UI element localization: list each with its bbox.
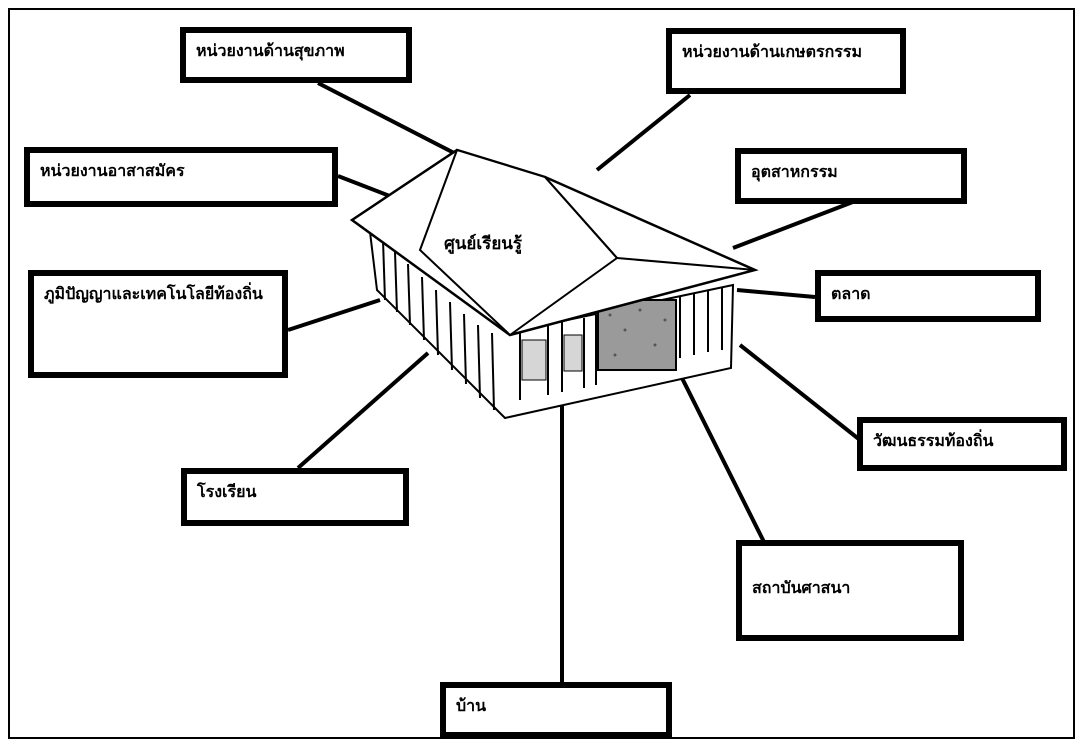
node-agriculture: หน่วยงานด้านเกษตรกรรม [666, 28, 906, 94]
connector-health [317, 81, 459, 157]
node-culture: วัฒนธรรมท้องถิ่น [857, 417, 1067, 471]
connector-wisdom [287, 298, 381, 332]
node-home: บ้าน [440, 682, 672, 738]
connector-industry [732, 198, 859, 250]
connector-market [736, 288, 816, 299]
node-wisdom-label: ภูมิปัญญาและเทคโนโลยีท้องถิ่น [44, 284, 263, 303]
connector-agriculture [595, 93, 692, 172]
node-industry-label: อุตสาหกรรม [751, 162, 838, 181]
connector-religion [675, 367, 769, 549]
node-religion: สถาบันศาสนา [736, 540, 964, 641]
center-label: ศูนย์เรียนรู้ [444, 234, 523, 254]
node-volunteer-label: หน่วยงานอาสาสมัคร [40, 161, 185, 180]
node-wisdom: ภูมิปัญญาและเทคโนโลยีท้องถิ่น [28, 270, 288, 378]
connector-culture [738, 343, 862, 442]
node-culture-label: วัฒนธรรมท้องถิ่น [873, 431, 994, 450]
node-market-label: ตลาด [831, 284, 871, 303]
node-school-label: โรงเรียน [197, 482, 257, 501]
node-industry: อุตสาหกรรม [735, 148, 967, 204]
node-market: ตลาด [815, 270, 1041, 322]
connector-school [296, 351, 430, 470]
node-volunteer: หน่วยงานอาสาสมัคร [24, 147, 338, 207]
node-home-label: บ้าน [456, 696, 487, 715]
node-school: โรงเรียน [181, 468, 409, 526]
node-agriculture-label: หน่วยงานด้านเกษตรกรรม [682, 42, 862, 61]
node-religion-label: สถาบันศาสนา [752, 578, 851, 597]
node-health: หน่วยงานด้านสุขภาพ [180, 27, 412, 83]
node-health-label: หน่วยงานด้านสุขภาพ [196, 41, 345, 60]
